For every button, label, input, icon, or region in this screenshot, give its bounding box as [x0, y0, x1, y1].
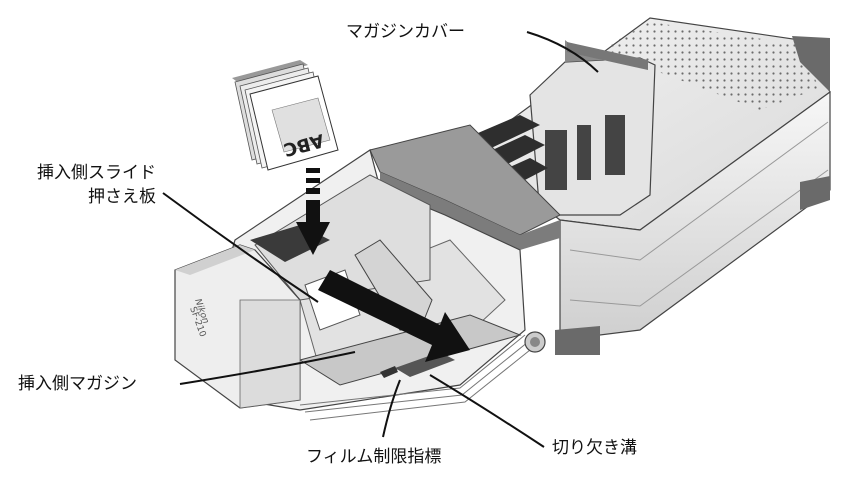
vent-grille	[600, 22, 820, 110]
leader-notch-groove	[429, 374, 545, 448]
notch-groove	[395, 352, 455, 377]
label-film-limit-mark: フィルム制限指標	[306, 447, 442, 467]
label-notch-groove: 切り欠き溝	[552, 438, 637, 458]
slide-stack: ABC	[232, 60, 339, 171]
label-insert-slide-holder-line2: 押さえ板	[88, 187, 156, 207]
label-magazine-cover: マガジンカバー	[346, 22, 465, 42]
insert-arrow-down	[296, 168, 330, 255]
top-frame	[369, 124, 561, 250]
film-limit-mark	[380, 366, 398, 378]
leader-insert-magazine	[179, 351, 356, 385]
leader-magazine-cover	[526, 31, 599, 73]
label-insert-slide-holder-line1: 挿入側スライド	[37, 163, 156, 183]
slide-direction-arrow	[318, 270, 470, 362]
label-insert-magazine: 挿入側マガジン	[18, 374, 137, 394]
leader-film-limit-mark	[382, 379, 401, 438]
leader-slide-holder-plate	[162, 192, 319, 303]
front-end-cap: Nikon SF-210	[174, 244, 301, 409]
callout-leaders	[162, 31, 599, 448]
